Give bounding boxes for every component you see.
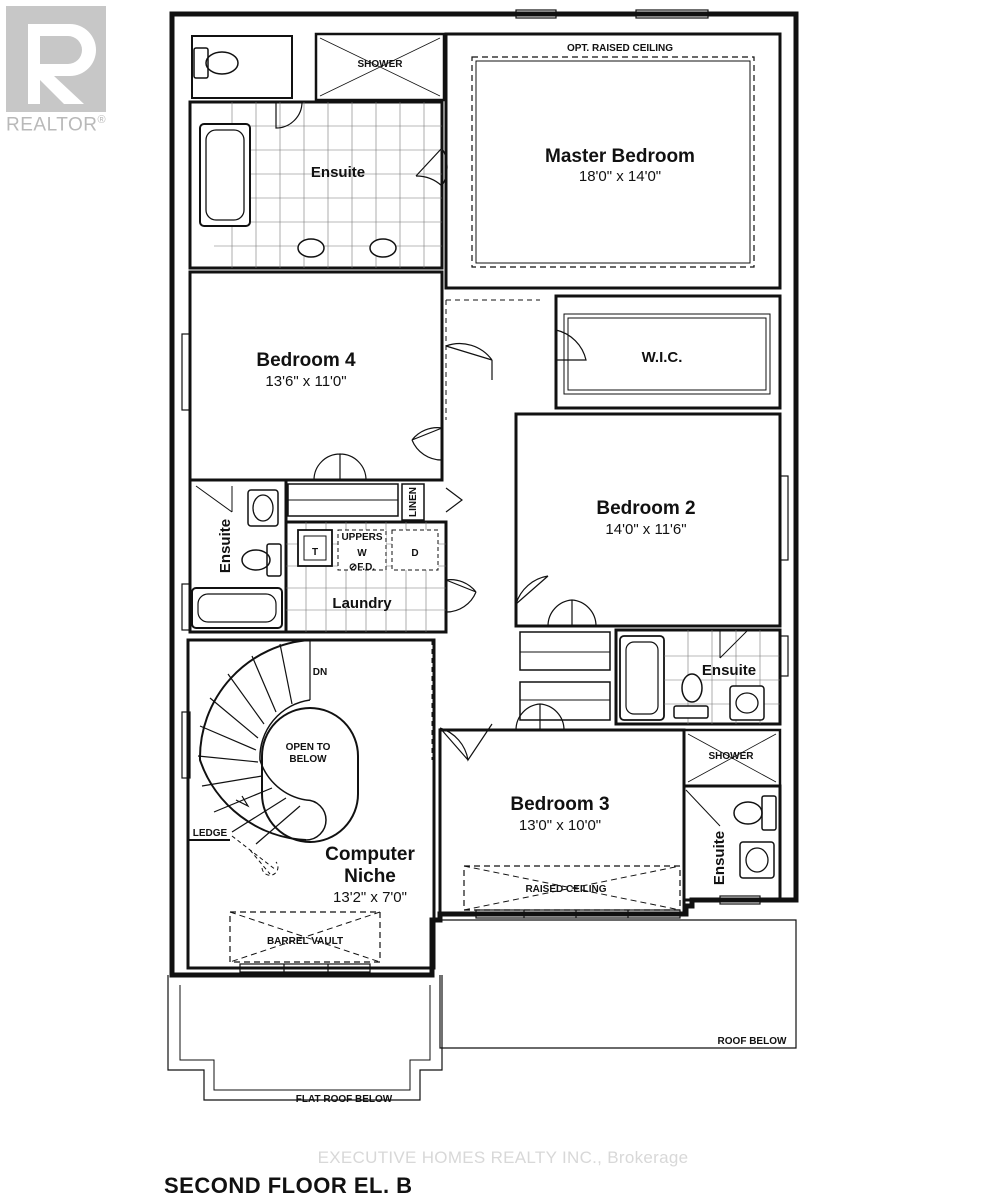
room-dims-bedroom-3: 13'0" x 10'0" [519,817,601,834]
label-ledge: LEDGE [193,828,228,839]
label-flat-roof-below: FLAT ROOF BELOW [296,1094,393,1105]
room-name-bedroom-3: Bedroom 3 [510,794,609,815]
barrel-vault-outline [229,911,381,963]
realtor-registered-mark: ® [97,114,107,126]
room-dims-computer-niche: 13'2" x 7'0" [333,889,407,906]
label-open-to-below-1: OPEN TO [286,742,331,753]
label-opt-raised-ceiling: OPT. RAISED CEILING [567,43,673,54]
opt-raised-ceiling-outline [471,56,755,268]
windows [181,9,789,973]
master-shower [314,32,446,102]
bed2-ensuite-walls [614,628,782,726]
room-name-computer-niche-line1: Computer [325,844,415,865]
spiral-staircase [197,639,359,876]
computer-niche-walls [186,638,436,970]
room-name-bed3-ensuite: Ensuite [711,831,728,885]
room-dims-bedroom-4: 13'6" x 11'0" [265,373,346,390]
roof-below-outline [432,919,797,1049]
room-name-wic: W.I.C. [642,349,683,366]
label-floor-drain: ⊘F.D. [349,562,375,573]
label-washer: W [357,548,367,559]
brokerage-watermark: EXECUTIVE HOMES REALTY INC., Brokerage [317,1148,689,1167]
label-linen: LINEN [408,487,419,517]
exterior-wall [169,11,799,978]
room-name-bed2-ensuite: Ensuite [702,662,756,679]
label-shower-bed3: SHOWER [709,751,755,762]
label-open-to-below-2: BELOW [289,754,327,765]
realtor-watermark-logo [6,6,106,112]
room-name-master-ensuite: Ensuite [311,164,365,181]
wic-walls [554,294,782,410]
linen-closet [401,483,425,521]
label-barrel-vault: BARREL VAULT [267,936,343,947]
floor-plan-caption: SECOND FLOOR EL. B [164,1173,413,1198]
label-roof-below: ROOF BELOW [718,1036,787,1047]
bed3-ensuite-walls [682,784,782,902]
label-dryer: D [411,548,418,559]
label-stair-down: DN [313,667,327,678]
bedroom-2-walls [514,412,782,628]
bathtub [199,123,251,227]
label-uppers: UPPERS [341,532,382,543]
room-dims-master-bedroom: 18'0" x 14'0" [579,168,661,185]
label-shower-master: SHOWER [358,59,404,70]
room-name-bedroom-2: Bedroom 2 [596,498,695,519]
room-name-bed4-ensuite: Ensuite [217,519,234,573]
label-raised-ceiling: RAISED CEILING [525,884,606,895]
room-name-bedroom-4: Bedroom 4 [256,350,356,371]
room-name-laundry: Laundry [332,595,392,612]
flat-roof-outline [167,975,443,1101]
realtor-word: REALTOR [6,114,98,136]
flat-roof-inner [179,985,431,1091]
room-dims-bedroom-2: 14'0" x 11'6" [605,521,686,538]
room-name-master-bedroom: Master Bedroom [545,146,695,167]
realtor-watermark-text: REALTOR® [6,114,106,136]
label-tub: T [312,547,318,558]
room-name-computer-niche-line2: Niche [344,866,396,887]
master-bedroom-walls [444,32,782,290]
